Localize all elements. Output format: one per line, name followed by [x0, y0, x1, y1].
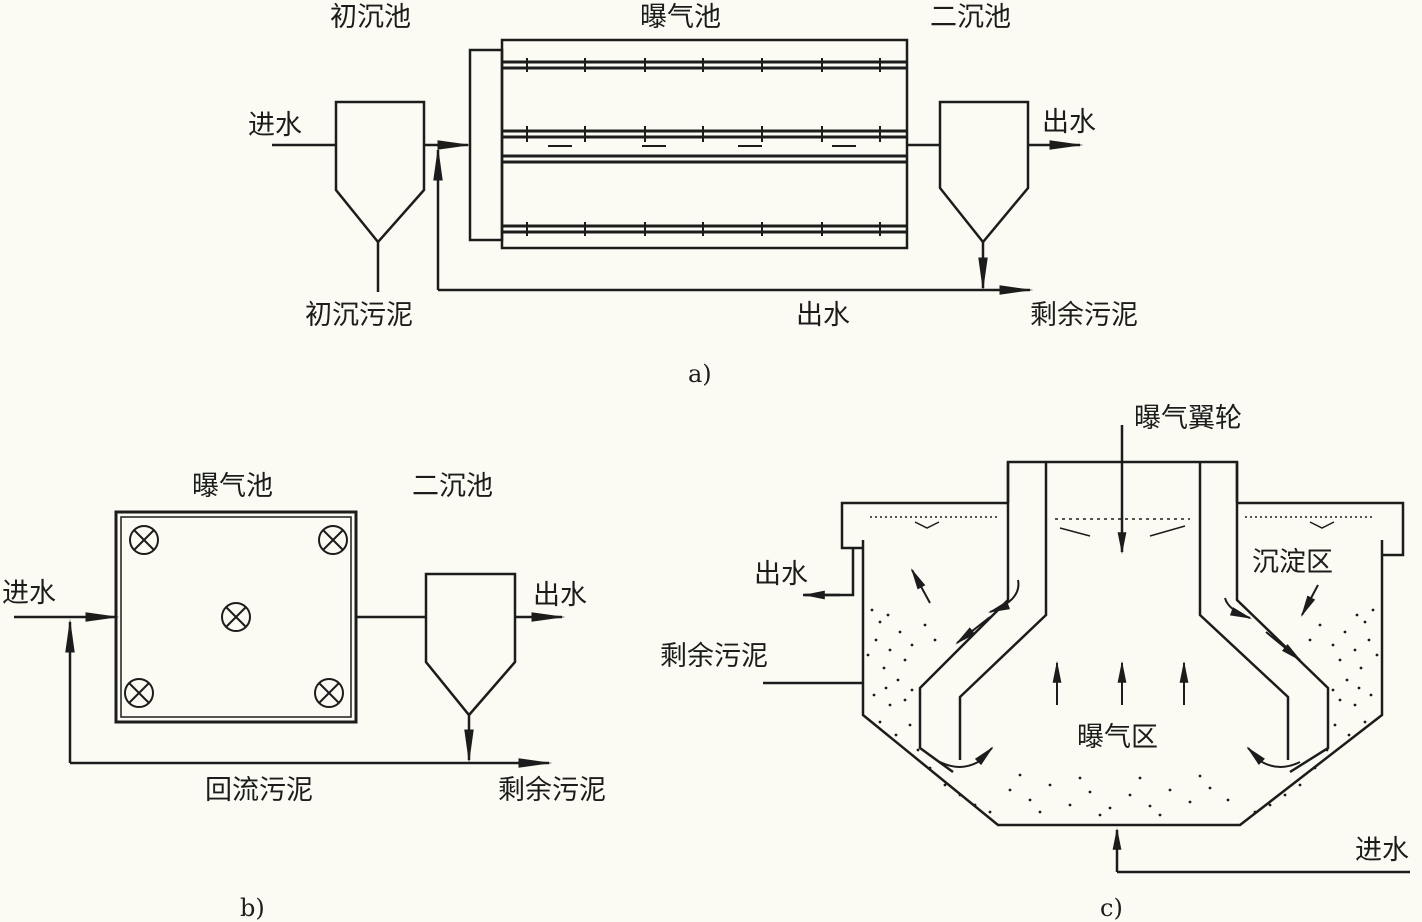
b-excess-sludge-label: 剩余污泥 [498, 775, 606, 806]
c-aerator-label: 曝气翼轮 [1134, 403, 1242, 434]
c-left-launder [840, 501, 1008, 550]
c-effluent-label: 出水 [754, 559, 808, 590]
b-aeration-tank-label: 曝气池 [192, 471, 273, 502]
c-influent-label: 进水 [1355, 835, 1409, 866]
c-settling-zone-label: 沉淀区 [1252, 547, 1333, 578]
b-secondary-tank-label: 二沉池 [412, 471, 493, 502]
b-caption: b) [240, 894, 265, 922]
c-effluent-pipe [803, 548, 855, 597]
b-secondary-clarifier [424, 572, 517, 717]
c-left-inner-wall [958, 462, 1048, 760]
diagram-c [763, 425, 1410, 874]
a-primary-clarifier [334, 100, 426, 244]
b-return-sludge-label: 回流污泥 [205, 775, 313, 806]
a-effluent-label: 出水 [1042, 107, 1096, 138]
c-right-inner-wall [1198, 462, 1290, 760]
a-aeration-tank [500, 38, 909, 250]
a-diffuser-ticks [526, 58, 881, 236]
a-secondary-clarifier [938, 100, 1030, 244]
b-influent-label: 进水 [2, 578, 56, 609]
a-primary-sludge-label: 初沉污泥 [305, 300, 413, 331]
c-right-outer-baffle [1235, 462, 1330, 774]
a-excess-sludge-label: 剩余污泥 [1030, 300, 1138, 331]
c-sludge-particles [866, 608, 1379, 817]
c-right-launder [1237, 501, 1405, 557]
b-surface-aerators [124, 525, 348, 708]
c-caption: c) [1100, 894, 1123, 922]
a-caption: a) [688, 360, 712, 388]
a-secondary-tank-label: 二沉池 [930, 2, 1011, 33]
a-aeration-tank-label: 曝气池 [640, 2, 721, 33]
a-influent-label: 进水 [248, 110, 302, 141]
diagram-a [272, 38, 1084, 295]
diagram-b [14, 510, 566, 768]
c-left-outer-baffle [918, 462, 1010, 774]
c-excess-sludge-label: 剩余污泥 [660, 641, 768, 672]
a-return-label: 出水 [796, 300, 850, 331]
a-primary-tank-label: 初沉池 [330, 2, 411, 33]
c-aeration-zone-label: 曝气区 [1077, 722, 1158, 753]
b-effluent-label: 出水 [533, 580, 587, 611]
c-tank-outer-wall [861, 540, 1384, 827]
a-distribution-channel [468, 48, 504, 242]
